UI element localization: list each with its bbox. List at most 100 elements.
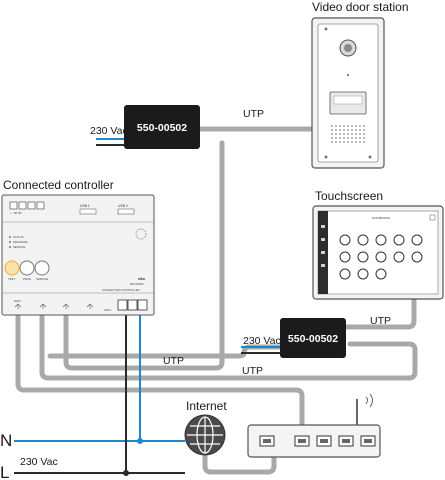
psu-bottom-model: 550-00502 <box>288 333 338 345</box>
internet-cloud: Internet <box>184 399 227 456</box>
dashboard-tile[interactable] <box>393 251 405 263</box>
connected-controller: Connected controller + - BT B2 USB 1 USB… <box>1 178 155 316</box>
speaker-hole <box>339 129 341 131</box>
live-label: L <box>0 463 9 480</box>
top-terminal-3 <box>27 201 36 210</box>
service-button-label: SERVICE <box>36 277 48 281</box>
service-button[interactable] <box>34 260 50 276</box>
psu-bottom-box <box>280 318 346 358</box>
top-terminal-block: + - BT B2 <box>9 201 45 215</box>
utp-controller-label-2: UTP <box>242 365 263 377</box>
cable-psu-controller <box>63 140 225 371</box>
neutral-label: N <box>0 431 12 450</box>
globe-grid-icon <box>187 416 223 454</box>
dashboard-tile[interactable] <box>411 251 423 263</box>
speaker-hole <box>343 137 345 139</box>
router-body <box>247 424 381 458</box>
speaker-hole <box>339 137 341 139</box>
connected-controller-title: Connected controller <box>3 178 114 192</box>
speaker-hole <box>347 137 349 139</box>
port-contacts-icon <box>342 439 350 443</box>
speaker-hole <box>355 129 357 131</box>
port-contacts-icon <box>263 439 271 443</box>
speaker-hole <box>355 133 357 135</box>
speaker-hole <box>335 125 337 127</box>
speaker-hole <box>351 141 353 143</box>
controller-model: 550-00003 <box>130 282 144 286</box>
usb2-label: USB 2 <box>118 204 128 208</box>
cable-internet-router <box>202 442 277 475</box>
home-icon <box>321 225 325 228</box>
sidebar-icons <box>321 225 325 267</box>
dashboard-tile[interactable] <box>411 234 423 246</box>
speaker-hole <box>359 137 361 139</box>
speaker-hole <box>363 137 365 139</box>
utp-door-label: UTP <box>243 108 264 120</box>
speaker-hole <box>351 125 353 127</box>
ethernet-port-4-icon <box>86 303 94 309</box>
speaker-hole <box>359 129 361 131</box>
test-button[interactable] <box>4 260 20 276</box>
neutral-junction <box>137 438 143 444</box>
speaker-hole <box>331 137 333 139</box>
dashboard-tile[interactable] <box>357 268 369 280</box>
close-icon[interactable] <box>429 214 436 221</box>
speaker-hole <box>335 133 337 135</box>
dashboard-tile[interactable] <box>375 234 387 246</box>
top-terminal-symbols: + - BT B2 <box>10 211 22 215</box>
speaker-hole <box>363 129 365 131</box>
dashboard-tile[interactable] <box>375 268 387 280</box>
power-terminal-2 <box>127 299 138 311</box>
speaker-hole <box>359 141 361 143</box>
speaker-hole <box>351 129 353 131</box>
speaker-hole <box>351 133 353 135</box>
dashboard-tile[interactable] <box>339 234 351 246</box>
controller-subtitle: CONNECTED CONTROLLER <box>102 288 140 292</box>
dashboard-tile[interactable] <box>393 234 405 246</box>
settings-nav-icon <box>321 251 325 254</box>
dashboard-tile[interactable] <box>339 268 351 280</box>
ethernet-port-2-icon <box>39 303 47 309</box>
dashboard-tile[interactable] <box>375 251 387 263</box>
controller-body <box>1 194 155 316</box>
mains-voltage-label: 230 Vac <box>20 456 58 468</box>
speaker-hole <box>335 141 337 143</box>
video-door-station-title: Video door station <box>312 0 409 14</box>
port-contacts-icon <box>320 439 328 443</box>
video-door-station: Video door station <box>311 0 409 169</box>
speaker-hole <box>363 133 365 135</box>
speaker-hole <box>355 137 357 139</box>
port-contacts-icon <box>298 439 306 443</box>
top-terminal-1 <box>9 201 18 210</box>
dashboard-tiles <box>339 234 423 280</box>
speaker-hole <box>359 133 361 135</box>
power-supply-top: 550-00502 230 Vac UTP <box>90 105 264 149</box>
speaker-hole <box>363 125 365 127</box>
top-terminal-4 <box>36 201 45 210</box>
dashboard-tile[interactable] <box>357 251 369 263</box>
ethernet-port-3-icon <box>62 303 70 309</box>
nikobus-label: NIKO <box>14 299 22 303</box>
prog-button[interactable] <box>19 260 35 276</box>
speaker-hole <box>355 125 357 127</box>
speaker-hole <box>343 133 345 135</box>
dashboard-header: DASHBOARD <box>372 216 390 220</box>
speaker-hole <box>331 129 333 131</box>
speaker-hole <box>331 125 333 127</box>
service-led-label: SERVICE <box>13 245 25 249</box>
speaker-hole <box>347 125 349 127</box>
speaker-hole <box>343 141 345 143</box>
speaker-hole <box>347 129 349 131</box>
speaker-grille-icon <box>331 125 365 143</box>
screw-top-icon <box>324 27 328 31</box>
usb1-port <box>79 208 97 215</box>
speaker-hole <box>335 129 337 131</box>
speaker-hole <box>339 141 341 143</box>
speaker-hole <box>343 125 345 127</box>
dashboard-tile[interactable] <box>339 251 351 263</box>
service-led-icon <box>9 246 11 248</box>
wifi-icon <box>365 393 373 408</box>
utp-touchscreen-label: UTP <box>370 315 391 327</box>
dashboard-tile[interactable] <box>357 234 369 246</box>
power-terminal-1 <box>117 299 128 311</box>
